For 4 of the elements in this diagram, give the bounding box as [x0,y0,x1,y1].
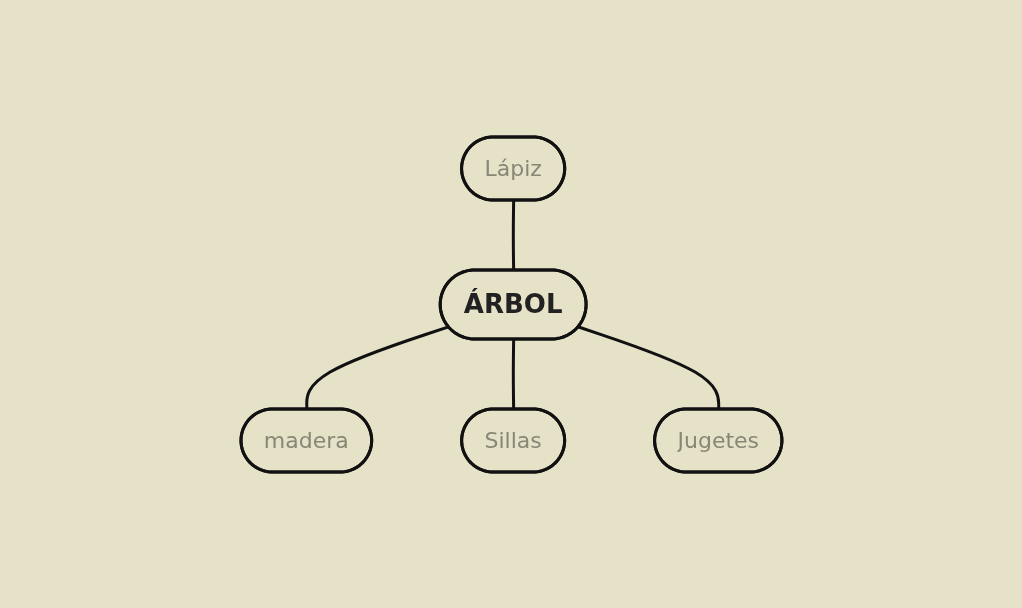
connector [304,324,449,409]
connector [511,199,515,270]
connector [577,325,720,409]
connector [511,338,515,409]
